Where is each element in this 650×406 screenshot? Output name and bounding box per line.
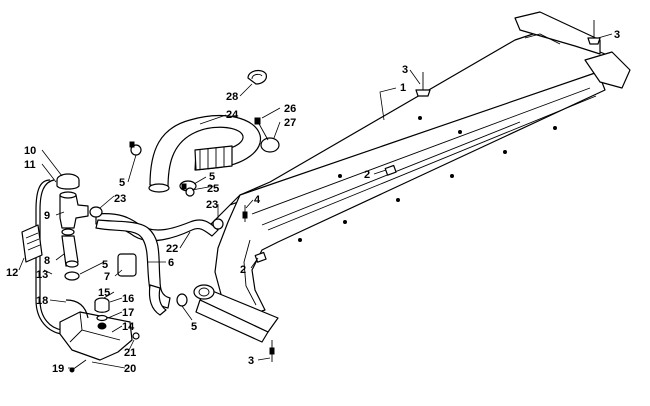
callout-14: 14 xyxy=(122,321,135,333)
callout-27: 27 xyxy=(284,117,296,129)
clamp-part-5-bottom xyxy=(176,293,188,307)
clip-part-2-upper xyxy=(384,164,397,176)
callout-28: 28 xyxy=(226,91,238,103)
callout-2-lower: 2 xyxy=(240,264,246,276)
hose-part-8 xyxy=(61,235,79,268)
filler-neck-part-9 xyxy=(59,191,89,236)
washer-part-21 xyxy=(132,332,140,340)
screw-part-3-top-right xyxy=(587,20,601,45)
callout-20: 20 xyxy=(124,363,136,375)
callout-23-right: 23 xyxy=(206,199,218,211)
callout-3-bottom: 3 xyxy=(248,355,254,367)
radiator-cap-part-10 xyxy=(56,173,80,190)
clamp-part-5-top xyxy=(129,141,142,156)
callout-5-middle: 5 xyxy=(209,171,215,183)
fitting-part-15 xyxy=(97,322,107,330)
gasket-part-17 xyxy=(96,314,108,322)
callout-13: 13 xyxy=(36,269,48,281)
clamp-part-25 xyxy=(185,187,195,197)
callout-labels: 1 2 2 3 3 3 4 5 5 5 5 6 7 8 9 10 11 12 1… xyxy=(6,29,620,375)
callout-11: 11 xyxy=(24,159,36,171)
callout-16: 16 xyxy=(122,293,134,305)
callout-9: 9 xyxy=(44,210,50,222)
callout-18: 18 xyxy=(36,295,48,307)
hose-clamp-part-28 xyxy=(247,69,267,85)
vent-line-part-18 xyxy=(65,299,89,319)
screw-part-19 xyxy=(69,359,87,373)
screw-part-3-bottom xyxy=(269,340,275,362)
callout-10: 10 xyxy=(24,145,36,157)
callout-8: 8 xyxy=(44,255,50,267)
callout-5-left: 5 xyxy=(102,259,108,271)
tunnel-rail xyxy=(193,11,631,343)
leader-lines xyxy=(18,33,613,369)
callout-25: 25 xyxy=(207,183,219,195)
screw-part-3-top-middle xyxy=(415,72,431,97)
callout-6: 6 xyxy=(168,257,174,269)
reservoir-cap-part-16 xyxy=(94,297,110,313)
callout-4: 4 xyxy=(254,194,261,206)
callout-26: 26 xyxy=(284,103,296,115)
callout-15: 15 xyxy=(98,287,110,299)
callout-22: 22 xyxy=(166,243,178,255)
hose-part-24 xyxy=(148,115,262,193)
callout-19: 19 xyxy=(52,363,64,375)
callout-7: 7 xyxy=(104,271,110,283)
clamp-part-23-right xyxy=(212,218,224,230)
clamp-part-5-left xyxy=(64,271,80,281)
hose-part-6 xyxy=(95,219,171,316)
clamp-part-23-left xyxy=(89,206,103,218)
clamp-part-27 xyxy=(254,117,280,153)
warning-tag-part-12 xyxy=(21,224,43,263)
callout-3-top-middle: 3 xyxy=(402,64,408,76)
callout-2-upper: 2 xyxy=(364,169,370,181)
spring-part-7 xyxy=(117,253,137,277)
callout-12: 12 xyxy=(6,267,18,279)
coolant-reservoir-part-14 xyxy=(59,311,133,361)
screw-part-4 xyxy=(242,205,248,222)
callout-1: 1 xyxy=(400,82,406,94)
callout-21: 21 xyxy=(124,347,136,359)
callout-23-left: 23 xyxy=(114,193,126,205)
callout-17: 17 xyxy=(122,307,134,319)
clip-part-2-lower xyxy=(254,251,267,263)
callout-5-top: 5 xyxy=(119,177,125,189)
callout-24: 24 xyxy=(226,109,239,121)
callout-5-bottom: 5 xyxy=(191,321,197,333)
callout-3-top-right: 3 xyxy=(614,29,620,41)
